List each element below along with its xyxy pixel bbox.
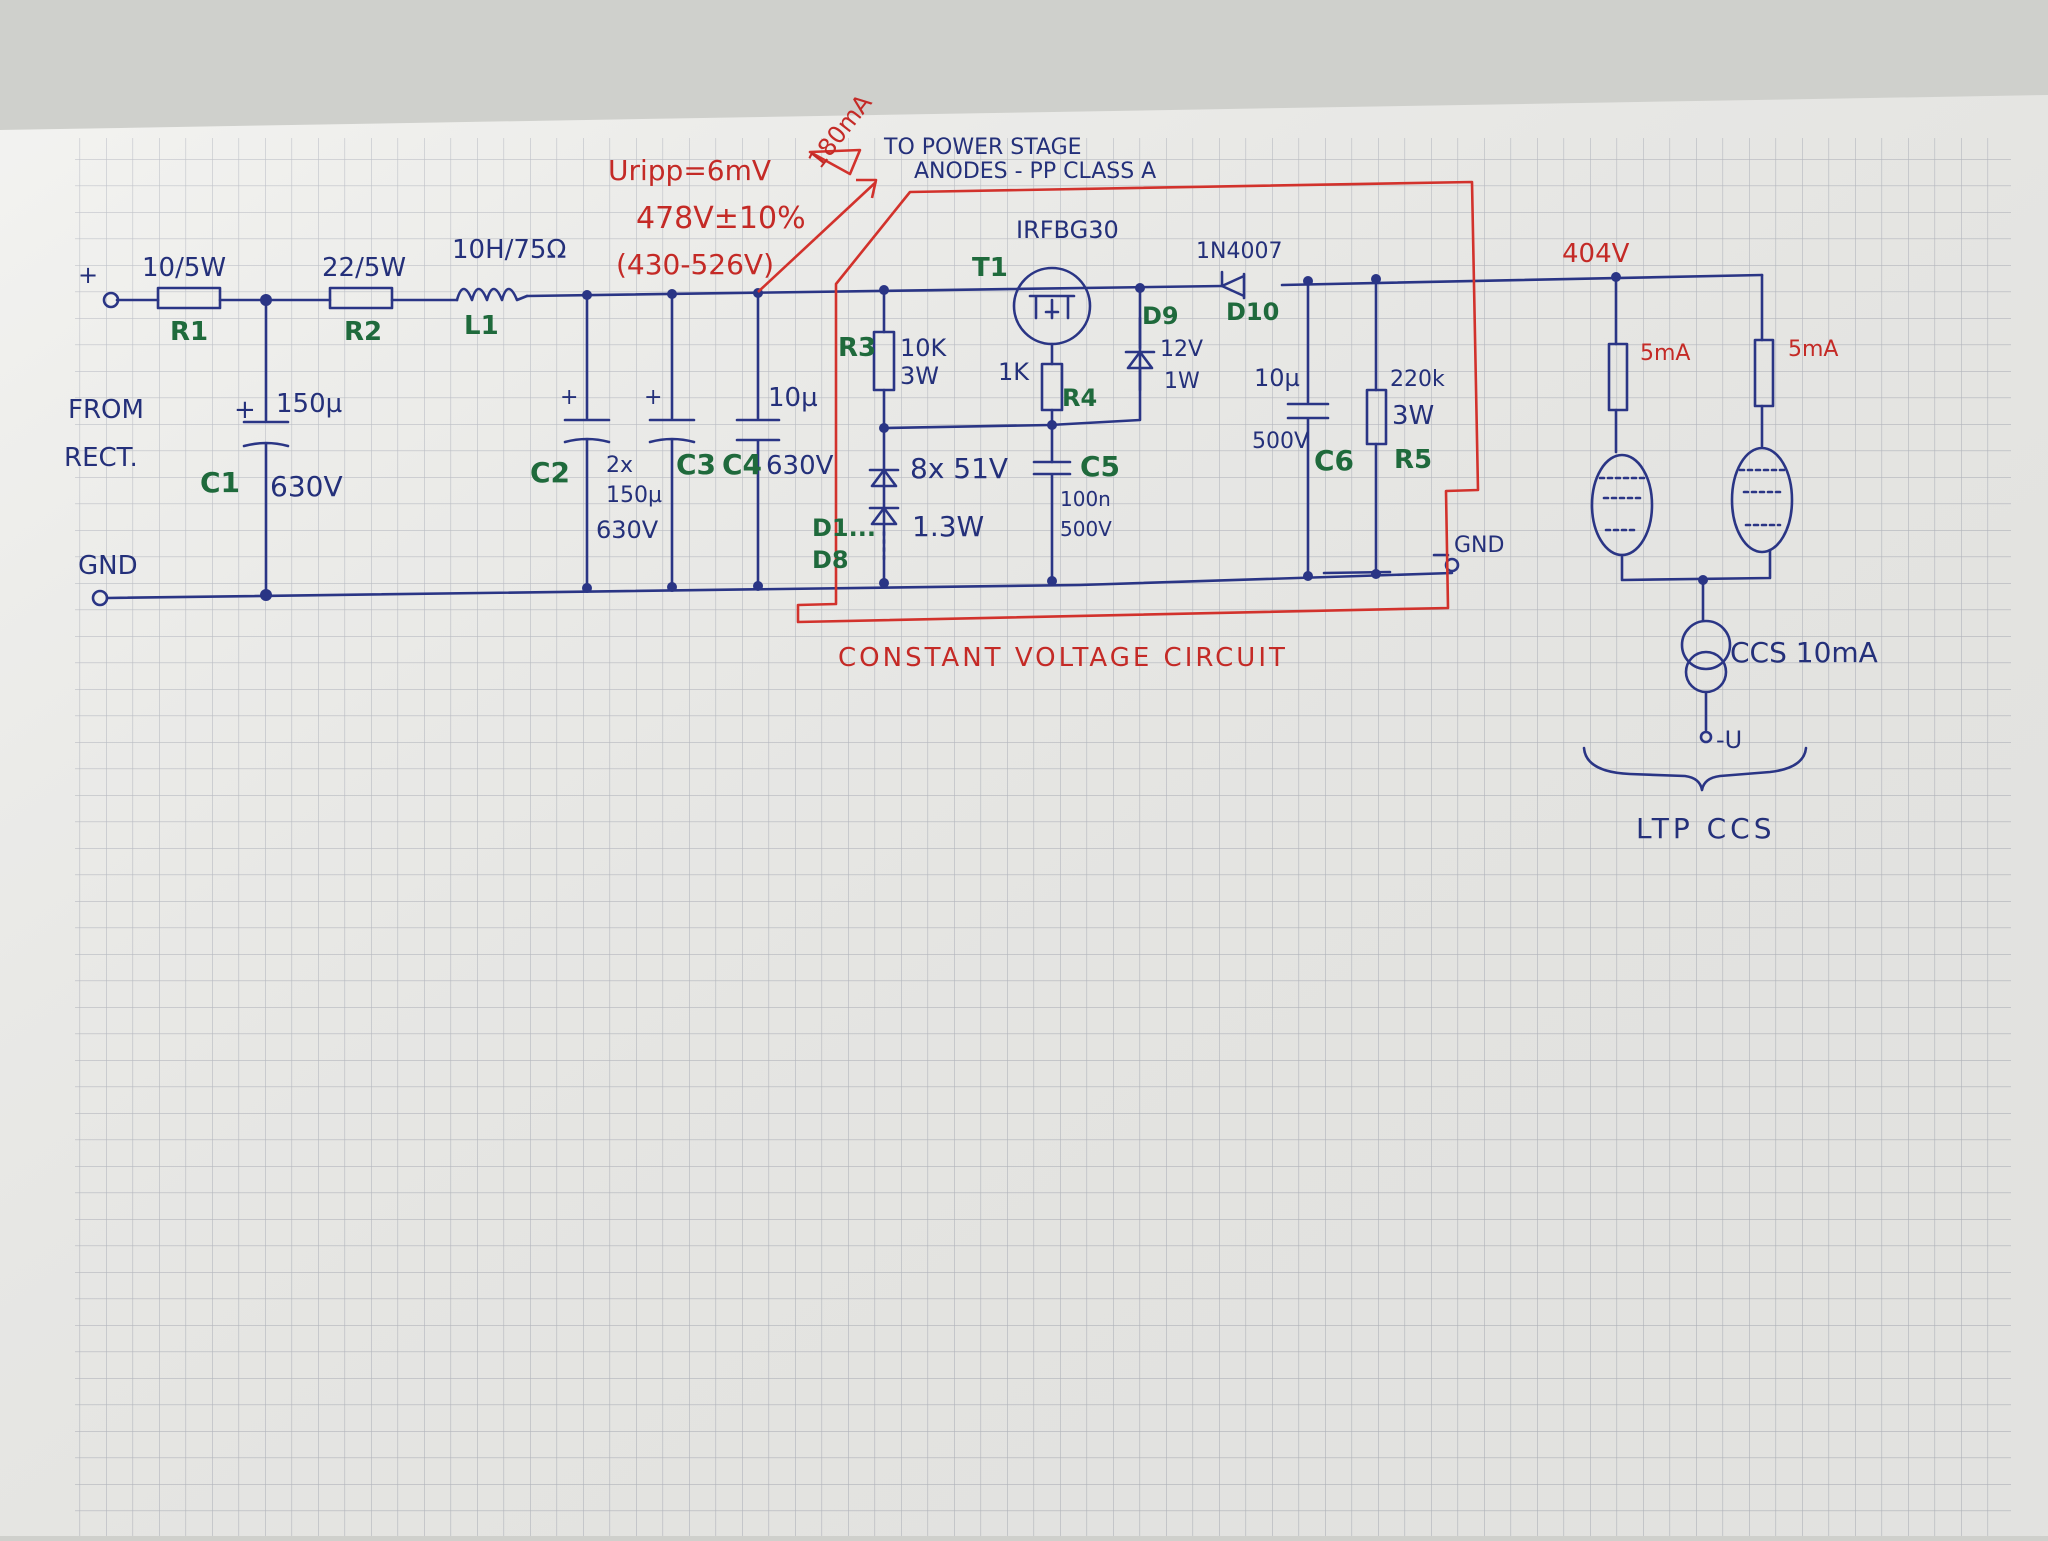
c1-ref: C1 [200, 466, 240, 499]
c3-ref: C3 [676, 448, 716, 481]
r3-ref: R3 [838, 333, 876, 363]
zener-stack-top [868, 468, 900, 488]
blue-wiring [91, 266, 1808, 792]
c5-voltage: 500V [1060, 517, 1112, 541]
t1-ref: T1 [972, 253, 1008, 283]
c2-capacitor [563, 294, 611, 589]
c4-ref: C4 [722, 448, 762, 481]
d10-diode [1220, 270, 1246, 300]
c5-capacitor [1032, 460, 1072, 584]
out-voltage-label: 404V [1562, 239, 1630, 269]
d9-zener [1124, 316, 1156, 392]
c6-voltage: 500V [1252, 429, 1309, 454]
r5-value: 220k [1390, 367, 1445, 392]
ltp-right-current: 5mA [1788, 337, 1838, 362]
tube-right [1730, 446, 1794, 554]
c1-capacitor [242, 298, 290, 598]
neg-supply-label: -U [1716, 726, 1742, 754]
gnd-regulator-label: GND [1454, 533, 1504, 558]
c1-plus: + [234, 395, 256, 425]
r2-resistor [328, 286, 394, 310]
c4-capacitor [735, 291, 781, 587]
ccs-source [1680, 619, 1732, 671]
ltp-brace [1582, 746, 1808, 792]
c2-cap: 150µ [606, 483, 662, 508]
r4-ref: R4 [1062, 384, 1097, 412]
ltp-left-current: 5mA [1640, 341, 1690, 366]
ltp-left-load [1607, 342, 1629, 412]
l1-ref: L1 [464, 311, 499, 341]
to-power-line1: TO POWER STAGE [883, 135, 1082, 160]
ccs-label: CCS 10mA [1730, 636, 1878, 669]
d10-part: 1N4007 [1196, 239, 1282, 264]
d1-d8-count: 8x 51V [910, 452, 1008, 485]
d1-d8-ref-line1: D1... [812, 514, 876, 542]
rect-label: RECT. [64, 443, 138, 473]
r2-value: 22/5W [322, 253, 406, 283]
l1-inductor [455, 287, 529, 302]
r1-resistor [156, 286, 222, 310]
r2-ref: R2 [344, 317, 382, 347]
r5-ref: R5 [1394, 445, 1432, 475]
r1-ref: R1 [170, 317, 208, 347]
c5-cap: 100n [1060, 487, 1111, 511]
ripple-label: Uripp=6mV [608, 154, 771, 187]
c2-plus: + [560, 385, 578, 410]
t1-part: IRFBG30 [1016, 216, 1119, 244]
r5-power: 3W [1392, 401, 1434, 431]
d9-ref: D9 [1142, 302, 1179, 330]
ltp-ccs-label: LTP CCS [1636, 812, 1776, 845]
zener-stack-bottom [868, 506, 900, 526]
regulator-title: CONSTANT VOLTAGE CIRCUIT [838, 643, 1288, 673]
c5-ref: C5 [1080, 450, 1120, 483]
r3-value: 10K [900, 334, 948, 362]
current-arrow-icon [808, 148, 862, 176]
c6-capacitor [1286, 278, 1330, 578]
red-regulator-boundary [757, 178, 1480, 624]
ltp-right-load [1753, 338, 1775, 408]
d1-d8-ref-line2: D8 [812, 546, 849, 574]
d9-power: 1W [1164, 369, 1200, 394]
c4-voltage: 630V [766, 451, 834, 481]
voltage-label: 478V±10% [636, 201, 806, 236]
l1-value: 10H/75Ω [452, 235, 566, 265]
c4-cap: 10µ [768, 383, 818, 413]
d10-ref: D10 [1226, 298, 1279, 326]
from-label: FROM [68, 395, 144, 425]
gnd-input-label: GND [78, 551, 138, 581]
c6-cap: 10µ [1254, 364, 1300, 392]
input-plus-label: + [78, 261, 98, 289]
c1-voltage: 630V [270, 470, 343, 503]
to-power-line2: ANODES - PP CLASS A [914, 159, 1156, 184]
c3-plus: + [644, 385, 662, 410]
d1-d8-power: 1.3W [912, 510, 984, 543]
range-label: (430-526V) [616, 248, 774, 281]
r4-value: 1K [998, 358, 1030, 386]
c2-ref: C2 [530, 456, 570, 489]
c2-voltage: 630V [596, 516, 659, 544]
r3-power: 3W [900, 362, 939, 390]
c3-capacitor [648, 292, 696, 588]
c6-ref: C6 [1314, 444, 1354, 477]
c1-cap: 150µ [276, 389, 342, 419]
r1-value: 10/5W [142, 253, 226, 283]
d9-voltage: 12V [1160, 337, 1203, 362]
c2-count: 2x [606, 453, 633, 478]
